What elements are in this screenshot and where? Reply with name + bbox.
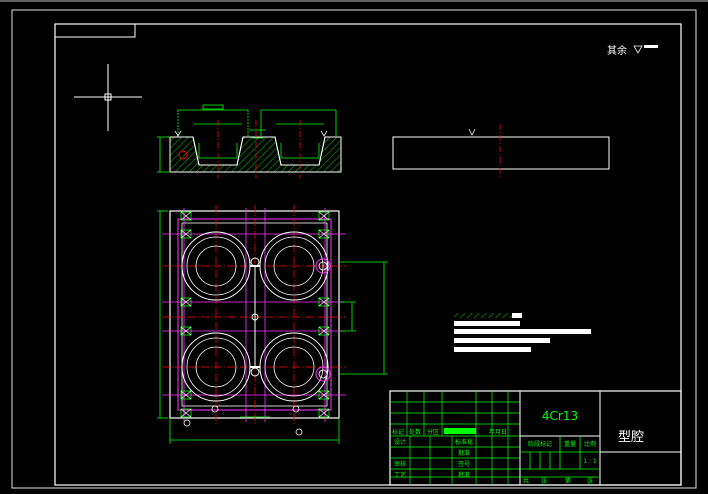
tb-label-sheets: 张 <box>541 477 547 485</box>
material-text: 4Cr13 <box>542 409 578 423</box>
tech-req-heading-bar <box>454 313 512 318</box>
part-name-text: 型腔 <box>618 430 644 445</box>
screw-hole-cross <box>180 297 192 307</box>
screw-hole-mark <box>318 229 330 239</box>
tb-label-stage: 阶段标记 <box>528 440 552 448</box>
screw-hole-mark <box>180 211 192 221</box>
tb-label-mark: 标记 <box>392 428 404 436</box>
tb-label-check: 审核 <box>394 460 406 468</box>
roughness-value-bar <box>644 45 658 48</box>
roughness-symbol-icon <box>633 45 643 54</box>
plan-view <box>157 205 388 444</box>
screw-hole-cross <box>180 408 192 418</box>
tb-change-doc-bar <box>444 428 476 434</box>
screw-hole-cross <box>180 211 192 221</box>
title-block: 4Cr13 型腔 1 : 1 标记 处数 分区 年月日 设计 审核 工艺 标准化… <box>389 390 682 486</box>
screw-hole-cross <box>318 326 330 336</box>
tech-req-line-4 <box>454 347 531 352</box>
sheet-outer-border <box>11 9 697 489</box>
tb-label-process: 工艺 <box>394 471 406 479</box>
screw-hole-mark <box>180 326 192 336</box>
screw-hole-cross <box>318 390 330 400</box>
tech-req-line-1 <box>454 321 520 326</box>
screw-hole-cross <box>318 408 330 418</box>
tb-label-zone: 分区 <box>427 428 439 436</box>
screw-hole-mark <box>318 297 330 307</box>
screw-hole-cross <box>318 297 330 307</box>
screw-hole-cross <box>180 390 192 400</box>
tb-label-weight: 重量 <box>564 440 576 448</box>
screw-hole-mark <box>180 390 192 400</box>
screw-hole-mark <box>180 408 192 418</box>
tb-label-number: 第 <box>565 477 571 485</box>
crosshair-cursor-icon <box>74 64 142 131</box>
technical-requirements <box>454 313 591 352</box>
tb-label-sign: 签号 <box>458 460 470 468</box>
tb-label-count: 处数 <box>409 428 421 436</box>
tb-label-total: 共 <box>523 477 529 485</box>
side-view <box>392 124 610 178</box>
tech-req-heading-tail <box>512 313 522 318</box>
tb-label-date: 年月日 <box>489 428 507 436</box>
section-view <box>157 104 342 178</box>
screw-hole-cross <box>318 211 330 221</box>
screw-hole-mark <box>318 408 330 418</box>
scale-text: 1 : 1 <box>583 458 597 465</box>
tb-label-extra: 批准 <box>458 471 470 479</box>
tb-label-design: 设计 <box>394 438 406 446</box>
screw-hole-mark <box>180 297 192 307</box>
screw-hole-mark <box>318 211 330 221</box>
tech-req-line-3 <box>454 338 550 343</box>
sheet-inner-border <box>54 23 682 486</box>
screw-hole-cross <box>180 326 192 336</box>
screw-hole-mark <box>318 326 330 336</box>
drawing-number-box <box>54 23 136 38</box>
tb-label-standard: 标准化 <box>455 438 473 446</box>
screw-hole-mark <box>180 229 192 239</box>
surface-note: 其余 <box>607 44 658 57</box>
tb-label-sheet: 张 <box>587 477 593 485</box>
screw-hole-cross <box>318 229 330 239</box>
tech-req-line-2 <box>454 329 591 334</box>
screw-hole-cross <box>180 229 192 239</box>
tb-label-ratio: 比例 <box>584 440 596 448</box>
screw-hole-mark <box>318 390 330 400</box>
surface-note-text: 其余 <box>607 44 627 57</box>
tb-label-approve: 批准 <box>458 449 470 457</box>
